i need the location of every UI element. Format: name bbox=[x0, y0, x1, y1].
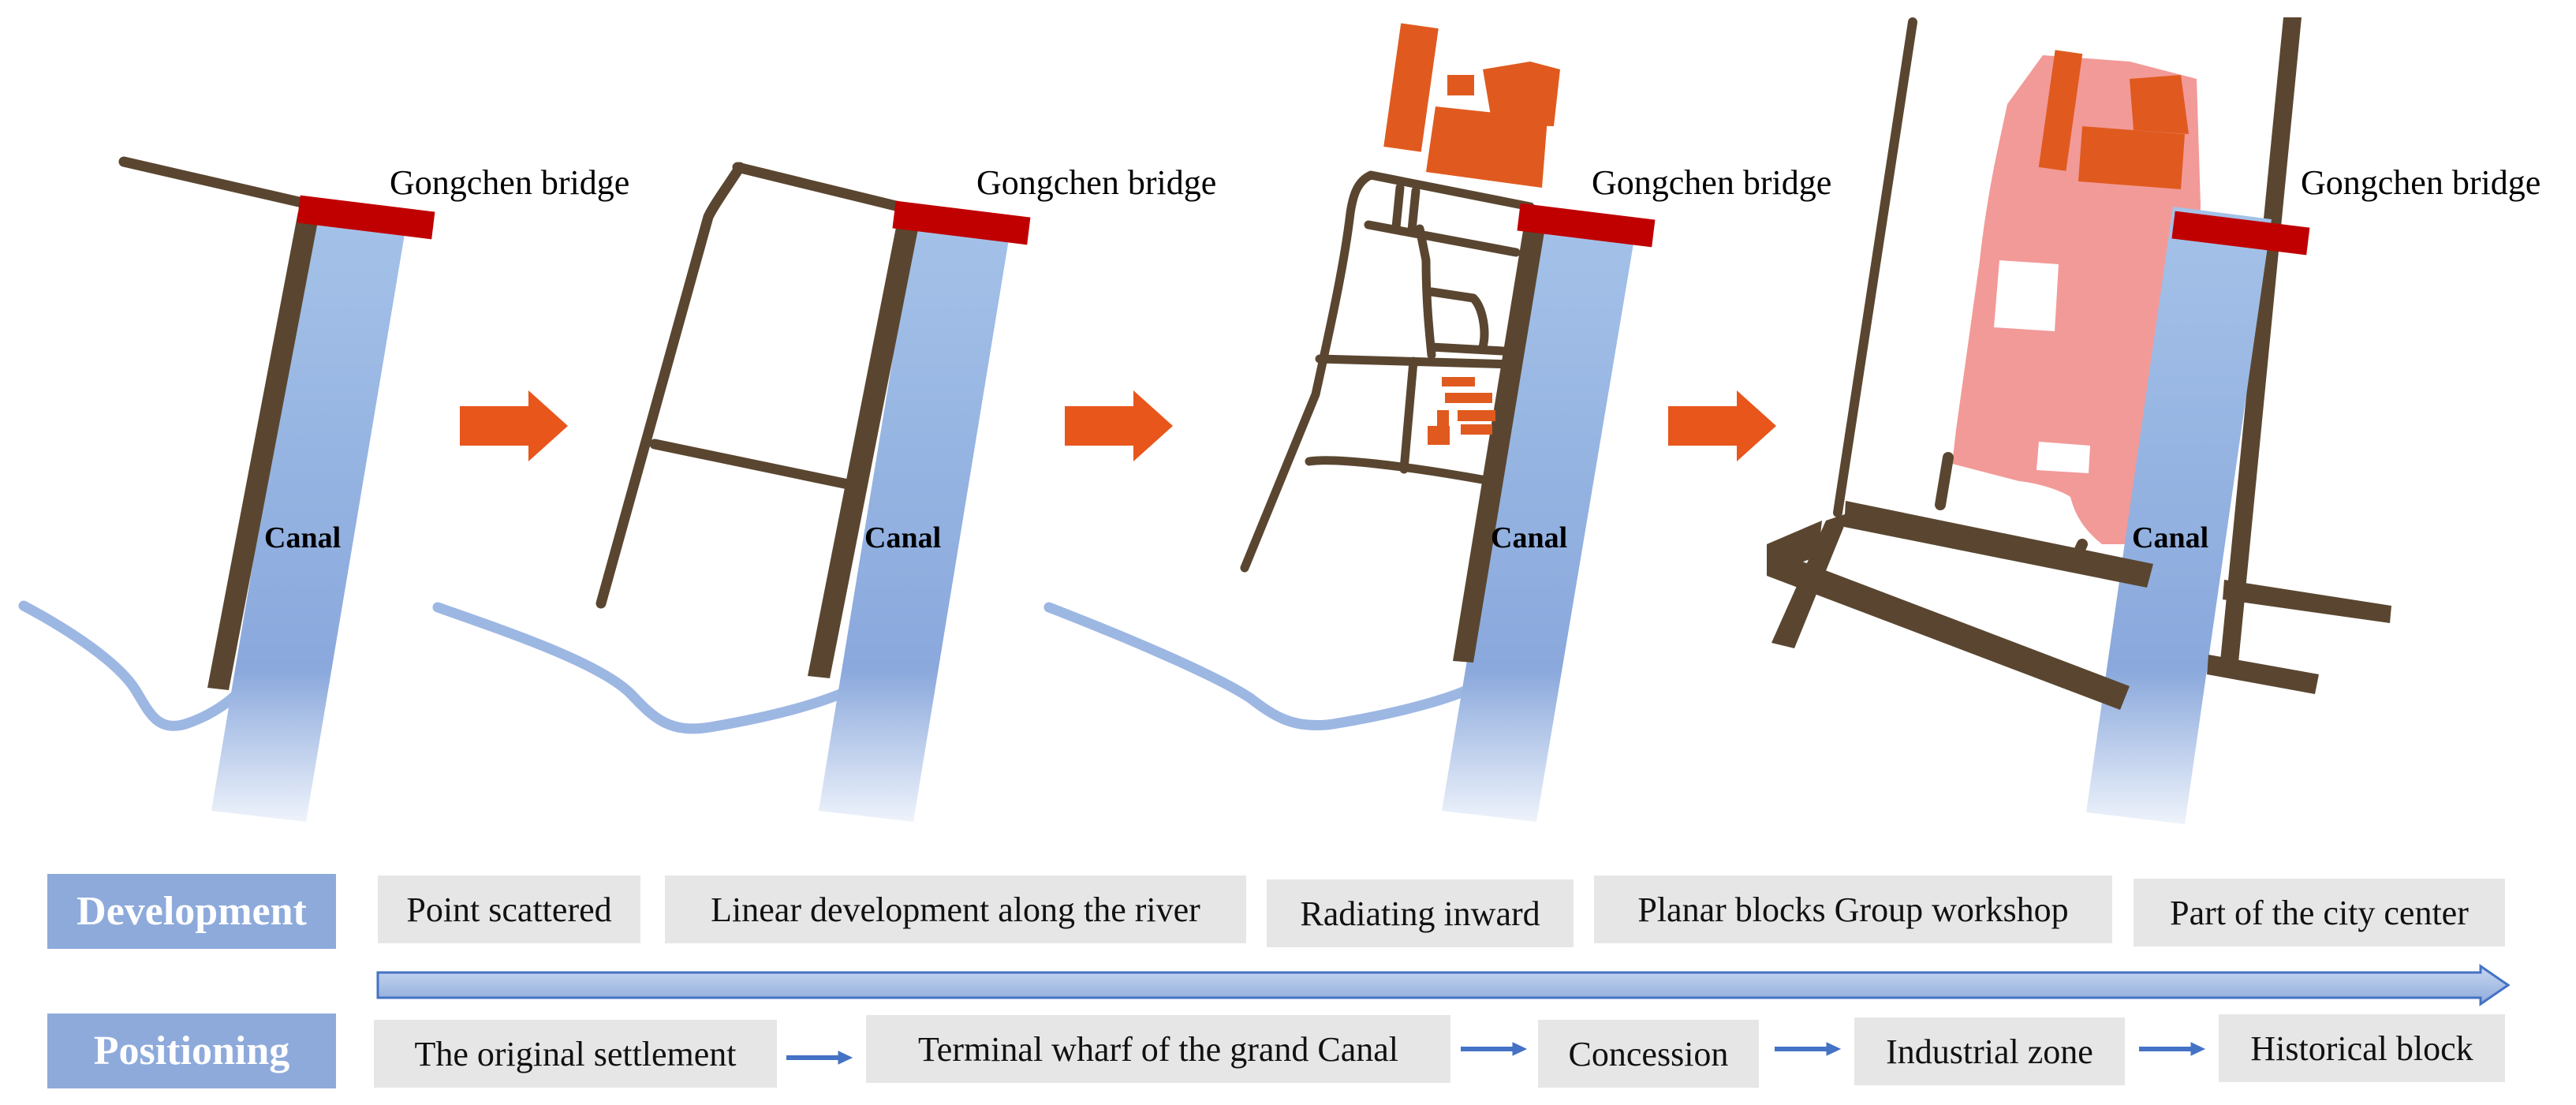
building bbox=[1383, 23, 1439, 152]
canal bbox=[211, 213, 406, 822]
stage-2-map: Gongchen bridge Canal bbox=[432, 162, 1216, 822]
stage-3-map: Gongchen bridge Canal bbox=[1043, 23, 1831, 822]
road bbox=[118, 156, 325, 212]
building bbox=[1447, 75, 1474, 95]
stage-arrow bbox=[1065, 390, 1173, 461]
river bbox=[1043, 602, 1473, 731]
step-arrow bbox=[2139, 1042, 2206, 1056]
positioning-stage-1: The original settlement bbox=[374, 1020, 777, 1088]
development-stage-1: Point scattered bbox=[378, 875, 640, 943]
industrial-zone-courtyard bbox=[2037, 442, 2090, 473]
road bbox=[2220, 17, 2302, 663]
development-stage-2: Linear development along the river bbox=[665, 875, 1246, 943]
stage-1-map: Gongchen bridge Canal bbox=[18, 156, 629, 822]
timeline-arrow bbox=[376, 964, 2511, 1006]
gongchen-bridge bbox=[297, 195, 435, 240]
building bbox=[1428, 426, 1450, 445]
building bbox=[1458, 410, 1495, 421]
development-stage-5: Part of the city center bbox=[2134, 879, 2505, 946]
step-arrow bbox=[786, 1051, 853, 1065]
road bbox=[2207, 655, 2319, 694]
road bbox=[808, 211, 921, 678]
positioning-stage-4: Industrial zone bbox=[1854, 1017, 2125, 1085]
canal bbox=[819, 213, 1011, 822]
road bbox=[2223, 580, 2391, 623]
gongchen-bridge bbox=[892, 200, 1031, 245]
canal bbox=[2086, 207, 2272, 824]
road bbox=[1767, 558, 2130, 710]
road bbox=[1833, 17, 1917, 517]
bridge-label: Gongchen bridge bbox=[976, 163, 1216, 202]
step-arrow bbox=[1775, 1042, 1842, 1056]
building bbox=[2130, 75, 2189, 134]
river bbox=[432, 602, 849, 734]
road bbox=[1771, 513, 1850, 648]
canal-label: Canal bbox=[864, 521, 941, 554]
canal-label: Canal bbox=[264, 521, 341, 554]
road bbox=[1453, 211, 1547, 663]
positioning-stage-5: Historical block bbox=[2219, 1014, 2505, 1082]
building bbox=[1461, 424, 1492, 435]
bridge-label: Gongchen bridge bbox=[390, 163, 629, 202]
positioning-stage-3: Concession bbox=[1538, 1020, 1759, 1088]
road bbox=[1844, 501, 2153, 588]
positioning-header: Positioning bbox=[47, 1014, 336, 1088]
stage-4-map: Gongchen bridge Canal bbox=[1767, 17, 2541, 824]
road bbox=[1767, 521, 1822, 576]
building bbox=[2078, 126, 2185, 189]
bridge-label: Gongchen bridge bbox=[1592, 163, 1831, 202]
bridge-label: Gongchen bridge bbox=[2301, 163, 2541, 202]
development-stage-4: Planar blocks Group workshop bbox=[1594, 875, 2112, 943]
gongchen-bridge bbox=[1517, 203, 1656, 248]
building bbox=[1442, 377, 1475, 386]
development-header: Development bbox=[47, 874, 336, 949]
road bbox=[595, 162, 905, 609]
river bbox=[18, 600, 242, 731]
canal bbox=[1442, 213, 1637, 822]
building bbox=[2038, 50, 2083, 171]
building bbox=[1426, 106, 1547, 188]
road bbox=[207, 211, 319, 690]
stage-arrow bbox=[460, 390, 568, 461]
canal-label: Canal bbox=[1491, 521, 1567, 554]
stage-arrow bbox=[1668, 390, 1776, 461]
step-arrow bbox=[1461, 1042, 1528, 1056]
gongchen-bridge bbox=[2171, 211, 2310, 256]
positioning-stage-2: Terminal wharf of the grand Canal bbox=[866, 1015, 1450, 1083]
canal-label: Canal bbox=[2132, 521, 2208, 554]
building bbox=[1445, 393, 1492, 403]
road bbox=[1240, 170, 1535, 573]
building bbox=[1483, 62, 1560, 126]
development-stage-3: Radiating inward bbox=[1267, 879, 1574, 947]
industrial-zone-courtyard bbox=[1994, 260, 2059, 331]
